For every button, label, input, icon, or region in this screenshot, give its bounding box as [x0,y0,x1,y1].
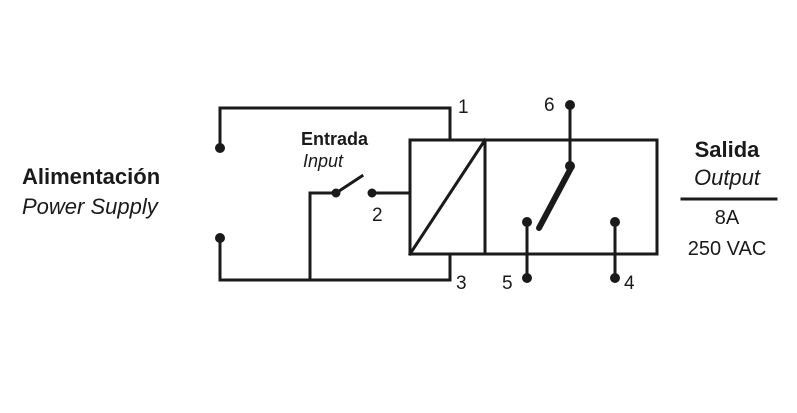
input-return-wire [308,191,338,282]
common-contact-arm [536,165,574,231]
power-supply-title: Alimentación [22,164,160,189]
input-switch-lever [333,173,365,196]
supply-bottom-wire [218,236,452,282]
terminal-5-dot [522,273,532,283]
supply-top-wire [218,106,452,150]
contact-4-point [610,217,620,227]
output-title: Salida [695,137,761,162]
terminal-2-label: 2 [372,205,383,226]
terminal-6-label: 6 [544,95,555,116]
output-voltage-rating: 250 VAC [688,238,767,260]
terminal-1-label: 1 [458,97,469,118]
input-title: Entrada [301,129,369,149]
input-subtitle: Input [303,151,344,171]
terminal-6-dot [565,100,575,110]
output-current-rating: 8A [715,207,740,229]
power-supply-subtitle: Power Supply [22,194,160,219]
output-subtitle: Output [694,165,761,190]
terminal-3-label: 3 [456,273,467,294]
terminal-4-label: 4 [624,273,635,294]
input-switch-contact-right [367,188,377,198]
supply-terminal-bottom [215,233,225,243]
contact-5-point [522,217,532,227]
relay-coil-diagonal [407,137,488,257]
terminal-4-dot [610,273,620,283]
supply-terminal-top [215,143,225,153]
terminal-5-label: 5 [502,273,513,294]
input-switch-contact-left [331,188,341,198]
